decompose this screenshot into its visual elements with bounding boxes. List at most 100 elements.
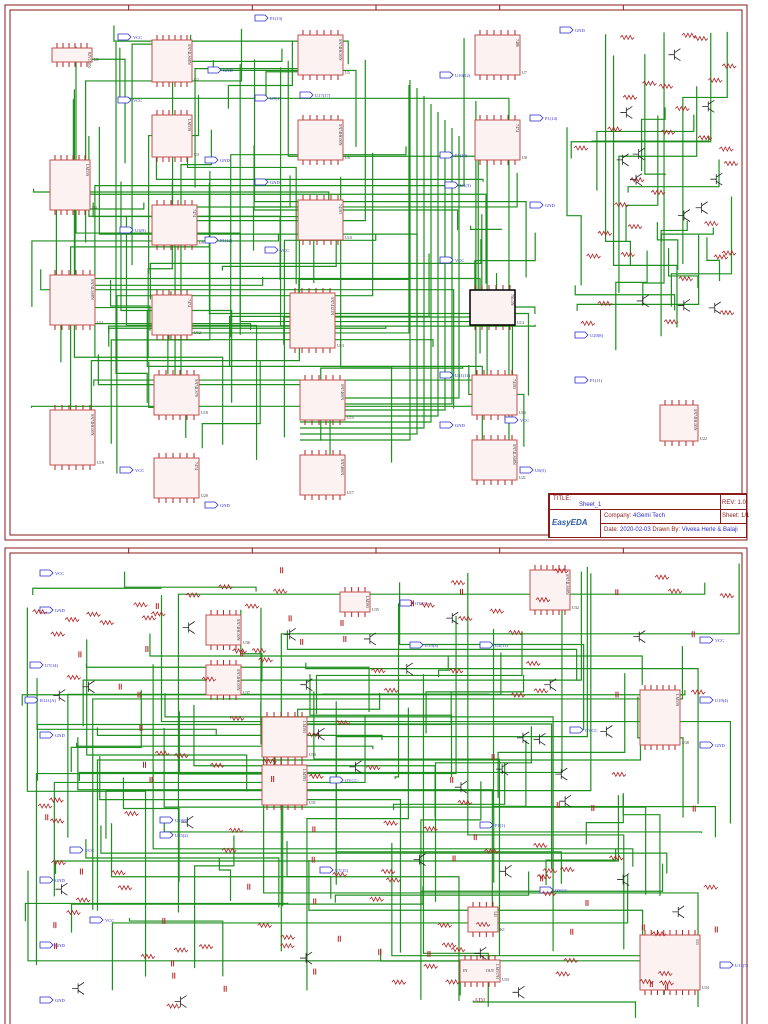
- transistor-symbol: [312, 727, 325, 741]
- resistor-symbol: [607, 126, 622, 132]
- transistor-symbol: [454, 780, 468, 794]
- net-port: GND: [220, 503, 230, 508]
- resistor-symbol: [308, 773, 324, 780]
- chip-ref-label: U3: [194, 152, 199, 157]
- transistor-symbol: [708, 301, 721, 315]
- resistor-symbol: [251, 647, 267, 654]
- resistor-symbol: [657, 970, 673, 977]
- chip-body: [297, 199, 344, 241]
- resistor-symbol: [450, 946, 466, 953]
- chip-part-label: SN74HC00N: [693, 409, 698, 431]
- capacitor-symbol: [118, 683, 122, 690]
- capacitor-symbol: [145, 646, 149, 653]
- resistor-symbol: [532, 842, 548, 849]
- net-port-flag: [519, 466, 534, 474]
- capacitor-symbol: [223, 985, 227, 992]
- capacitor-symbol: [459, 588, 463, 595]
- net-port-flag: [439, 371, 454, 379]
- capacitor-symbol: [491, 754, 495, 761]
- net-port-flag: [204, 501, 219, 509]
- wire: [667, 248, 699, 289]
- net-port: GND: [220, 158, 230, 163]
- resistor-symbol: [658, 83, 674, 90]
- chip-body: [297, 119, 344, 161]
- resistor-symbol: [536, 873, 552, 880]
- net-port-flag: [319, 866, 334, 874]
- sheet-label: Sheet:: [722, 513, 740, 519]
- transistor-symbol: [300, 951, 313, 965]
- transistor-symbol: [499, 864, 512, 878]
- wire: [305, 662, 699, 804]
- resistor-symbol: [445, 979, 460, 985]
- wire: [545, 848, 617, 886]
- wire: [70, 690, 142, 773]
- resistor-symbol: [663, 318, 679, 325]
- net-port: GND: [55, 878, 65, 883]
- wire: [109, 279, 151, 331]
- chip-part-label: LM339: [187, 119, 192, 131]
- wire: [334, 871, 530, 903]
- net-port-flag: [439, 421, 454, 429]
- chip-body: [474, 34, 521, 76]
- wire: [152, 664, 634, 867]
- chip-ref-label: U6: [345, 155, 350, 160]
- wire: [32, 587, 162, 595]
- chip-ref-label: U4: [92, 205, 97, 210]
- capacitor-symbol: [162, 917, 166, 924]
- wire: [163, 818, 702, 834]
- wire: [287, 60, 479, 294]
- chip-ref-label: U2: [194, 77, 199, 82]
- resistor-symbol: [166, 1003, 181, 1009]
- chip-body: [49, 159, 91, 211]
- resistor-symbol: [383, 687, 399, 694]
- wire: [24, 902, 289, 922]
- chip-body: [49, 409, 96, 466]
- capacitor-symbol: [410, 600, 414, 607]
- resistor-symbol: [244, 603, 260, 609]
- transistor-symbol: [53, 689, 66, 702]
- chip-part-label: 7SL0N: [510, 294, 515, 306]
- wire: [94, 38, 465, 357]
- wire: [585, 793, 624, 845]
- transistor-symbol: [446, 611, 459, 625]
- chip-ref-label: U11: [97, 320, 104, 325]
- capacitor-symbol: [473, 834, 477, 841]
- wire: [85, 839, 280, 908]
- wire: [306, 707, 409, 991]
- capacitor-symbol: [691, 631, 695, 638]
- net-port: U7(14): [45, 663, 58, 668]
- wire: [177, 582, 706, 913]
- net-port: VCC: [520, 418, 529, 423]
- transistor-symbol: [474, 946, 487, 960]
- wire: [36, 678, 217, 735]
- chip-part-label: 7486: [515, 39, 520, 47]
- chip-part-label: SN74LS76: [194, 379, 199, 397]
- capacitor-symbol: [53, 922, 57, 929]
- wire: [300, 120, 446, 411]
- wire: [36, 691, 452, 781]
- transistor-symbol: [413, 853, 426, 866]
- resistor-symbol: [642, 80, 657, 87]
- net-port-flag: [699, 741, 714, 749]
- chip-part-label: SN74LS08N: [512, 444, 517, 465]
- net-port-flag: [329, 776, 344, 784]
- resistor-symbol: [366, 764, 381, 771]
- wire: [93, 145, 488, 386]
- resistor-symbol: [50, 631, 65, 637]
- net-port-flag: [254, 178, 269, 186]
- chip-body: [297, 34, 344, 76]
- resistor-symbol: [391, 979, 407, 986]
- chip-part-label: 74193: [512, 379, 517, 389]
- chip-body: [339, 591, 371, 613]
- chip-part-label: 82V130N: [87, 52, 92, 68]
- wire: [122, 777, 180, 883]
- capacitor-symbol: [247, 883, 251, 890]
- wire: [615, 250, 648, 351]
- capacitor-symbol: [343, 636, 347, 643]
